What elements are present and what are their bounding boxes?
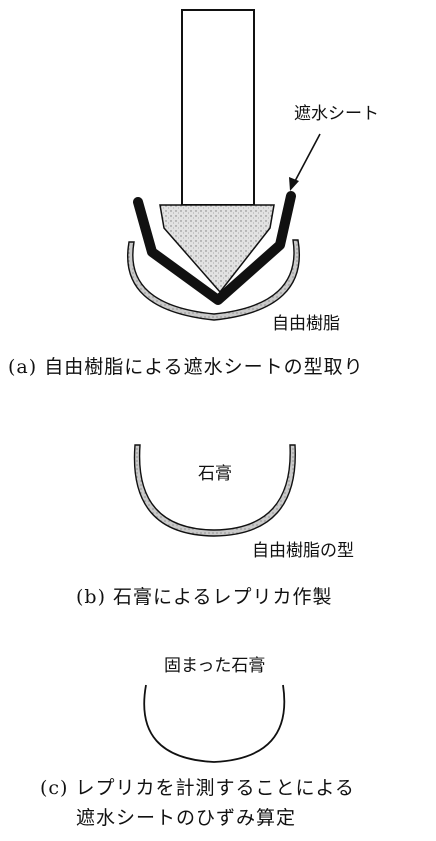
hardened-plaster-outline bbox=[143, 684, 286, 763]
label-waterproof-sheet: 遮水シート bbox=[294, 104, 379, 124]
label-plaster: 石膏 bbox=[198, 464, 232, 484]
label-free-resin: 自由樹脂 bbox=[272, 314, 340, 334]
caption-c-line2: 遮水シートのひずみ算定 bbox=[76, 807, 297, 829]
caption-a: (a) 自由樹脂による遮水シートの型取り bbox=[8, 356, 364, 378]
caption-b: (b) 石膏によるレプリカ作製 bbox=[76, 586, 333, 608]
label-hardened-plaster: 固まった石膏 bbox=[164, 656, 266, 676]
rod-shaft bbox=[181, 9, 255, 206]
caption-c-line1: (c) レプリカを計測することによる bbox=[40, 777, 355, 799]
panel-c bbox=[143, 684, 286, 763]
conical-tip bbox=[159, 204, 275, 294]
panel-a bbox=[127, 9, 321, 321]
panel-b bbox=[133, 444, 296, 537]
resin-mold-a bbox=[127, 239, 300, 321]
waterproof-sheet bbox=[133, 191, 296, 305]
sheet-leader-line bbox=[293, 133, 321, 184]
label-resin-mold: 自由樹脂の型 bbox=[252, 541, 354, 561]
resin-mold-b bbox=[133, 444, 296, 537]
sheet-leader-arrowhead bbox=[289, 177, 299, 191]
